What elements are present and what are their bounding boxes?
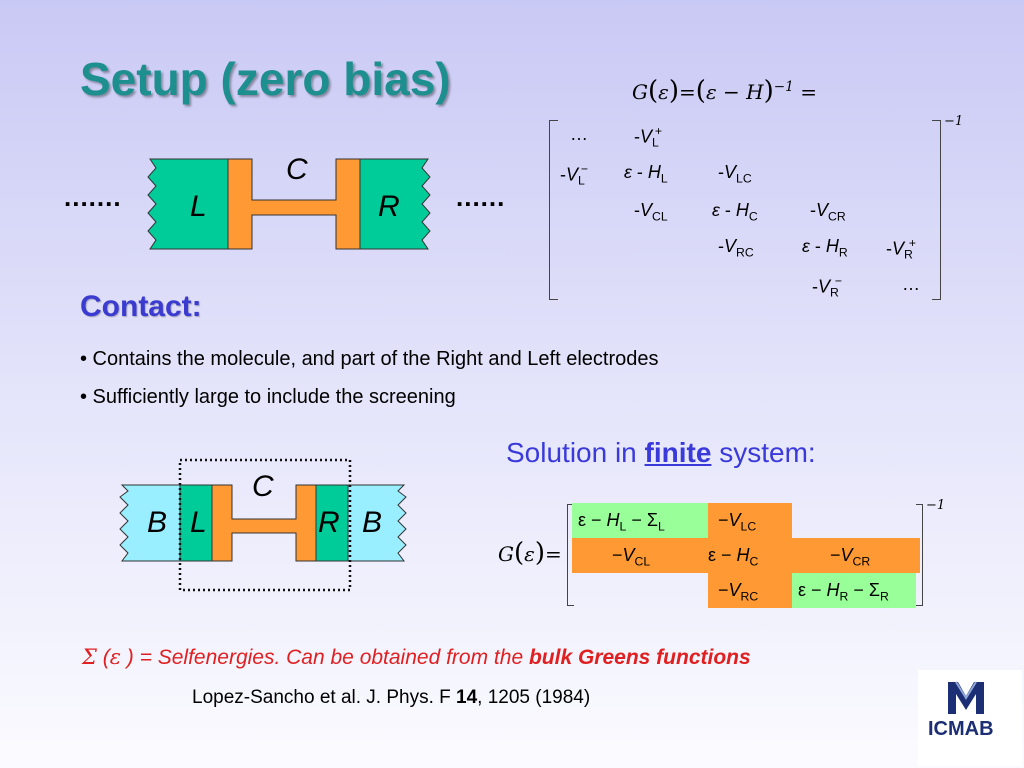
m2-cell-32: −VRC <box>708 573 792 608</box>
diagram2-label-r: R <box>318 506 340 539</box>
icmab-logo-icon <box>948 681 984 714</box>
reference: Lopez-Sancho et al. J. Phys. F 14, 1205 … <box>192 687 590 709</box>
m2-cell-21: −VCL <box>612 545 651 569</box>
m1-vr-minus: -VR− <box>812 274 843 300</box>
equals-sign-3: = <box>545 542 562 566</box>
contact-bullet-2: • Sufficiently large to include the scre… <box>80 386 456 408</box>
m2-row-2 <box>572 538 920 573</box>
m1-vr-plus: -VR+ <box>886 236 917 262</box>
m1-vcl: -VCL <box>634 200 668 224</box>
matrix1-left-bracket <box>549 120 558 300</box>
matrix2-exponent: −1 <box>926 498 946 513</box>
left-bulk-shape <box>119 484 181 562</box>
m1-vl-plus: -VL+ <box>634 124 662 150</box>
diagram2-label-b-right: B <box>362 506 383 539</box>
left-lead-shape <box>147 158 229 250</box>
m1-dots-bottom: … <box>902 274 920 294</box>
bulk-greens-functions: bulk Greens functions <box>528 646 751 669</box>
epsilon-symbol-3: ε <box>524 542 535 566</box>
sigma-symbol: Σ <box>82 645 97 669</box>
selfenergy-note: Σ (ε ) = Selfenergies. Can be obtained f… <box>82 645 751 669</box>
solution-emphasis: finite <box>644 437 712 468</box>
right-lead-box <box>315 484 349 562</box>
epsilon-symbol-4: ε <box>109 645 121 669</box>
equals-sign-2: = <box>800 80 817 104</box>
m1-eps-hl: ε - HL <box>624 162 668 186</box>
m1-vrc: -VRC <box>718 236 754 260</box>
matrix2-right-bracket <box>916 504 923 606</box>
icmab-logo-text: ICMAB <box>928 718 994 740</box>
diagram1-label-r: R <box>378 190 400 223</box>
dots-right: ...... <box>456 182 506 212</box>
m1-dots-top: … <box>570 124 588 144</box>
matrix2-lhs: G(ε)= <box>498 538 562 568</box>
contact-bullet-1: • Contains the molecule, and part of the… <box>80 348 659 370</box>
right-bulk-shape <box>347 484 407 562</box>
g-symbol-2: G <box>498 542 514 566</box>
m1-eps-hc: ε - HC <box>712 200 758 224</box>
lead-diagram-top <box>147 158 431 250</box>
m1-eps-hr: ε - HR <box>802 236 848 260</box>
solution-text-before: Solution in <box>506 437 645 468</box>
epsilon-symbol: ε <box>658 80 669 104</box>
diagram2-label-c: C <box>252 470 274 503</box>
m1-vl-minus: -VL− <box>560 162 588 188</box>
m2-cell-22: ε − HC <box>708 545 759 569</box>
lead-diagram-bottom <box>119 458 407 592</box>
m2-cell-23: −VCR <box>830 545 871 569</box>
dots-left: ....... <box>64 182 122 212</box>
contact-heading: Contact: <box>80 290 202 323</box>
selfenergy-text: ) = Selfenergies. Can be obtained from t… <box>120 646 529 669</box>
m2-cell-33: ε − HR − ΣR <box>792 573 916 608</box>
right-lead-shape <box>359 158 431 250</box>
contact-dotted-box <box>178 458 352 592</box>
icmab-logo-box <box>918 670 1022 766</box>
matrix1-exponent: −1 <box>944 114 964 129</box>
inverse-exponent: −1 <box>773 78 794 95</box>
h-symbol: H <box>746 80 764 104</box>
g-symbol: G <box>632 80 648 104</box>
m1-vcr: -VCR <box>810 200 846 224</box>
reference-pages: , 1205 (1984) <box>477 687 591 708</box>
epsilon-symbol-2: ε <box>705 80 717 104</box>
m1-vlc: -VLC <box>718 162 752 186</box>
diagram2-label-l: L <box>190 506 207 539</box>
matrix1-right-bracket <box>932 120 941 300</box>
solution-text-after: system: <box>711 437 816 468</box>
slide-title: Setup (zero bias) <box>80 53 451 105</box>
m2-cell-12: −VLC <box>708 503 792 538</box>
green-function-equation: G(ε)=(ε − H)−1 = <box>632 76 817 106</box>
matrix2-left-bracket <box>567 504 574 606</box>
diagram1-label-l: L <box>190 190 207 223</box>
m2-cell-11: ε − HL − ΣL <box>572 503 708 538</box>
diagram1-label-c: C <box>286 153 308 186</box>
solution-heading: Solution in finite system: <box>506 437 816 469</box>
equals-sign: = <box>679 80 696 104</box>
diagram2-label-b-left: B <box>147 506 168 539</box>
reference-volume: 14 <box>456 687 478 708</box>
reference-authors: Lopez-Sancho et al. J. Phys. F <box>192 687 457 708</box>
